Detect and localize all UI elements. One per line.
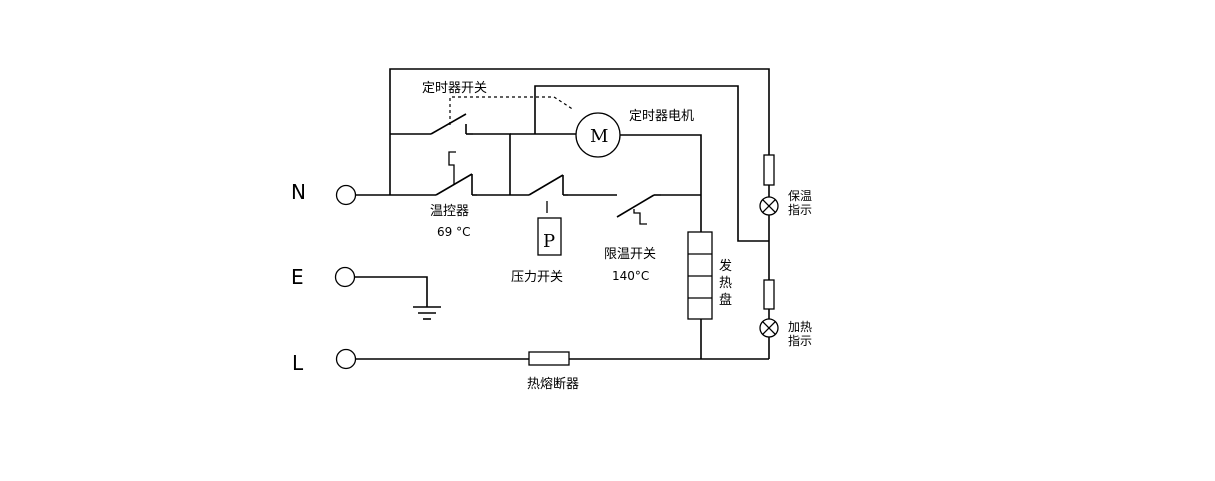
pressure-symbol: P: [543, 231, 555, 252]
timer-motor: [510, 85, 769, 242]
thermostat-label: 温控器: [430, 204, 469, 219]
thermostat-temp: 69 °C: [437, 225, 470, 239]
temp-limit-switch-label: 限温开关: [604, 247, 656, 262]
motor-symbol: M: [590, 126, 608, 147]
temp-limit-switch: [616, 194, 661, 225]
terminal-e: [334, 266, 356, 288]
keep-warm-label-1: 保温: [788, 189, 812, 203]
timer-switch: [430, 96, 575, 135]
pressure-switch: [528, 174, 568, 256]
heating-ind-label-2: 指示: [788, 333, 812, 348]
keep-warm-indicator: [759, 154, 779, 280]
thermal-fuse-label: 热熔断器: [527, 377, 579, 392]
pressure-switch-label: 压力开关: [511, 270, 563, 285]
heating-plate: [687, 231, 713, 359]
heating-plate-label-2: 热: [719, 276, 732, 291]
timer-motor-label: 定时器电机: [629, 109, 694, 124]
heating-ind-label-1: 加热: [788, 320, 812, 334]
timer-switch-label: 定时器开关: [422, 81, 487, 96]
thermostat: [435, 151, 477, 196]
terminal-n: [335, 184, 357, 206]
terminal-l: [335, 348, 357, 370]
heating-plate-label-3: 盘: [719, 292, 732, 308]
terminal-n-label: N: [291, 180, 306, 204]
terminal-e-label: E: [291, 265, 304, 289]
l-line-wiring: [356, 351, 769, 366]
terminal-l-label: L: [292, 351, 304, 375]
temp-limit-value: 140°C: [612, 269, 649, 283]
n-line-wiring: [356, 68, 770, 196]
ground-symbol: [355, 276, 441, 320]
heating-indicator: [759, 279, 779, 359]
keep-warm-label-2: 指示: [788, 202, 812, 217]
heating-plate-label-1: 发: [719, 258, 732, 274]
